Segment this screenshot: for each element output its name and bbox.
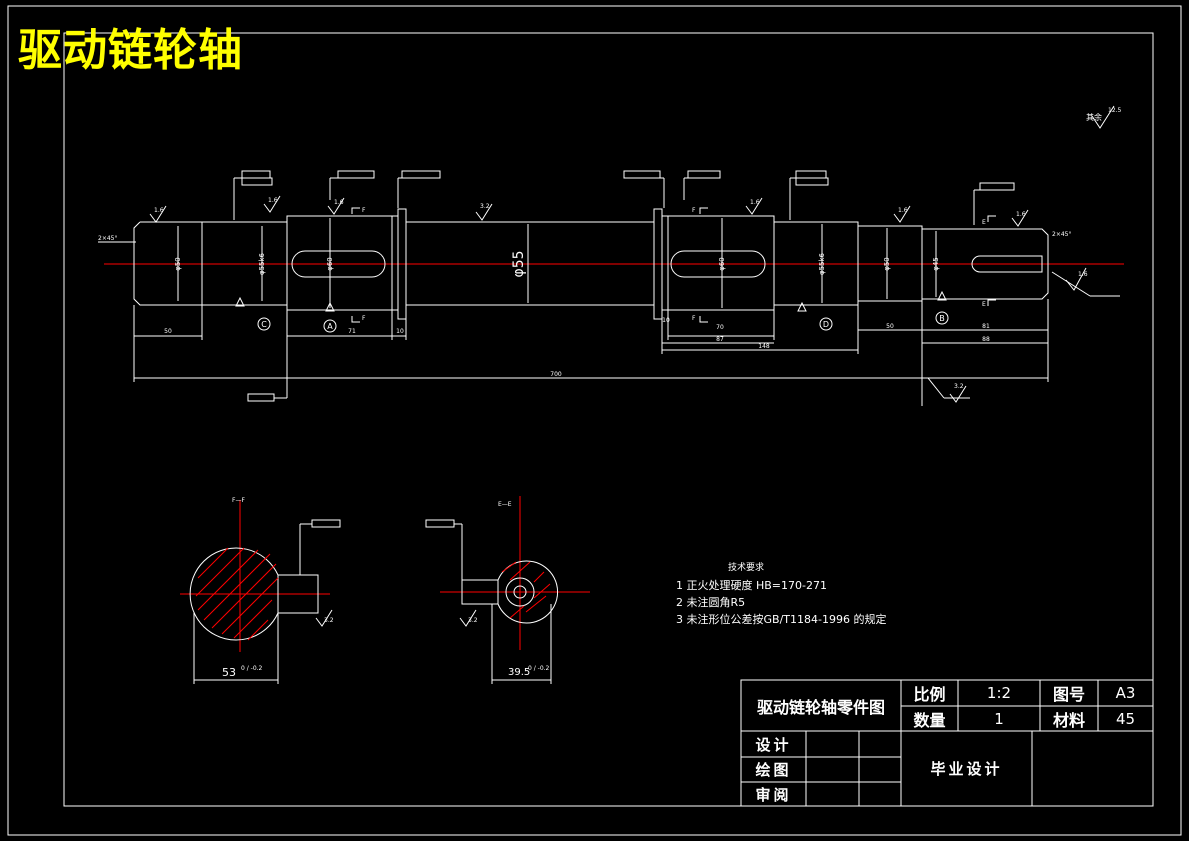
svg-text:3.2: 3.2 <box>480 203 490 210</box>
svg-text:F: F <box>692 207 696 214</box>
svg-text:1.6: 1.6 <box>1016 211 1026 218</box>
svg-text:0 / -0.2: 0 / -0.2 <box>241 665 263 672</box>
svg-text:1.6: 1.6 <box>1078 271 1088 278</box>
tolerance-frames <box>233 170 1015 402</box>
svg-text:1.6: 1.6 <box>898 207 908 214</box>
svg-text:81: 81 <box>982 323 990 330</box>
material-value: 45 <box>1115 709 1136 728</box>
tech-requirements: 技术要求 1 正火处理硬度 HB=170-271 2 未注圆角R5 3 未注形位… <box>676 560 886 628</box>
svg-text:12.5: 12.5 <box>1108 107 1122 114</box>
svg-text:E: E <box>982 301 986 308</box>
shaft-outline <box>133 208 1049 320</box>
design-label: 设计 <box>755 735 792 754</box>
title-block <box>740 679 1154 807</box>
svg-text:1.6: 1.6 <box>750 199 760 206</box>
datum-markers <box>235 290 949 333</box>
drawn-by-label: 绘图 <box>755 761 792 779</box>
svg-text:φ60: φ60 <box>718 257 726 271</box>
drawing-no-label: 图号 <box>1052 685 1085 704</box>
svg-text:1.6: 1.6 <box>154 207 164 214</box>
roughness-symbols <box>149 105 1115 627</box>
diameter-dims <box>177 218 937 308</box>
svg-text:148: 148 <box>758 343 770 350</box>
other-surfaces-label: 其余 <box>1086 112 1102 122</box>
outer-border <box>7 5 1182 836</box>
svg-text:φ55k6: φ55k6 <box>818 252 826 275</box>
svg-text:E—E: E—E <box>498 501 512 508</box>
svg-text:F: F <box>362 207 366 214</box>
svg-text:10: 10 <box>662 317 670 324</box>
diameter-labels: φ50 φ55k6 φ60 φ60 φ55k6 φ50 φ45 <box>174 252 940 275</box>
svg-text:A: A <box>327 322 333 331</box>
svg-text:10: 10 <box>396 328 404 335</box>
svg-text:87: 87 <box>716 336 724 343</box>
svg-text:3.2: 3.2 <box>468 617 478 624</box>
section-e-view: E—E 39.5 0 / -0.2 <box>425 496 590 684</box>
page-title: 驱动链轮轴 <box>18 25 243 76</box>
material-label: 材料 <box>1052 710 1085 730</box>
datum-letters: C A D B <box>261 314 945 331</box>
scale-value: 1:2 <box>986 684 1012 702</box>
chamfer-right: 2×45° <box>1052 231 1071 238</box>
svg-text:1.6: 1.6 <box>334 199 344 206</box>
svg-text:70: 70 <box>716 324 724 331</box>
svg-text:88: 88 <box>982 336 990 343</box>
section-f-width: 53 <box>222 666 236 679</box>
svg-text:50: 50 <box>886 323 894 330</box>
svg-text:B: B <box>939 314 945 323</box>
svg-text:F: F <box>692 315 696 322</box>
chamfer-left: 2×45° <box>98 235 117 242</box>
svg-text:φ60: φ60 <box>326 257 334 271</box>
svg-text:φ45: φ45 <box>932 257 940 271</box>
review-label: 审阅 <box>755 785 792 804</box>
svg-text:D: D <box>823 320 829 329</box>
inner-border <box>63 32 1154 807</box>
svg-text:C: C <box>261 320 267 329</box>
svg-text:0 / -0.2: 0 / -0.2 <box>528 665 550 672</box>
svg-text:F—F: F—F <box>232 497 245 504</box>
main-diameter-label: φ55 <box>511 250 527 277</box>
scale-label: 比例 <box>913 685 946 704</box>
horizontal-dims <box>134 329 1048 379</box>
svg-text:71: 71 <box>348 328 356 335</box>
tech-item-3: 3 未注形位公差按GB/T1184-1996 的规定 <box>676 613 887 626</box>
section-markers <box>351 207 996 323</box>
tech-item-1: 1 正火处理硬度 HB=170-271 <box>676 579 827 592</box>
extension-lines <box>133 299 1049 406</box>
tech-requirements-title: 技术要求 <box>728 563 765 573</box>
section-e-width: 39.5 <box>508 667 530 678</box>
svg-text:φ50: φ50 <box>174 257 182 271</box>
project-label: 毕业设计 <box>930 760 1003 778</box>
quantity-value: 1 <box>994 709 1004 728</box>
svg-text:700: 700 <box>550 371 562 378</box>
svg-text:1.6: 1.6 <box>268 197 278 204</box>
drawing-no-value: A3 <box>1115 684 1136 702</box>
svg-text:φ55k6: φ55k6 <box>258 252 266 275</box>
dim-values: 50 71 10 700 10 70 87 148 50 81 88 <box>164 317 990 378</box>
svg-text:3.2: 3.2 <box>324 617 334 624</box>
quantity-label: 数量 <box>913 710 946 730</box>
drawing-name: 驱动链轮轴零件图 <box>756 697 885 717</box>
svg-text:φ50: φ50 <box>883 257 891 271</box>
svg-text:50: 50 <box>164 328 172 335</box>
svg-text:3.2: 3.2 <box>954 383 964 390</box>
svg-text:F: F <box>362 315 366 322</box>
roughness-values: 1.6 1.6 1.6 3.2 1.6 1.6 1.6 1.6 3.2 12.5… <box>154 107 1122 624</box>
keyways <box>291 250 1043 278</box>
tech-item-2: 2 未注圆角R5 <box>676 596 746 609</box>
section-f-view: F—F 53 0 / -0.2 <box>180 497 341 684</box>
svg-text:E: E <box>982 219 986 226</box>
